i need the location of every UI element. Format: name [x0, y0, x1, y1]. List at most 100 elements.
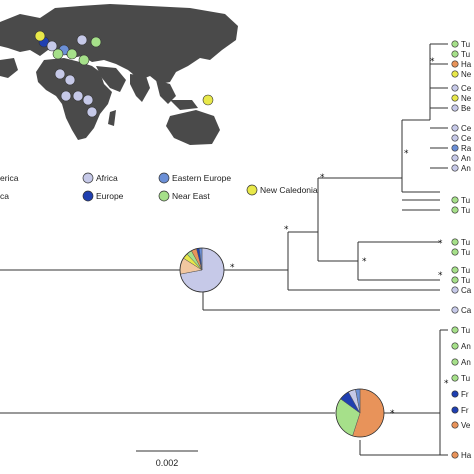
tip-label: Tu	[461, 40, 470, 49]
tip-label: Tu	[461, 196, 470, 205]
tip-marker	[451, 206, 459, 214]
legend-label: erica	[0, 173, 19, 183]
tip-marker	[451, 40, 459, 48]
map-marker	[82, 94, 94, 106]
tip-marker	[451, 134, 459, 142]
tip: An	[451, 358, 471, 367]
map-marker	[64, 74, 76, 86]
tip-label: An	[461, 164, 471, 173]
tip-label: Fr	[461, 390, 469, 399]
legend-label: Near East	[172, 191, 210, 201]
tree-branches	[0, 43, 448, 456]
legend-label: Europe	[96, 191, 124, 201]
support-star: *	[404, 149, 409, 159]
ancestral-state-pie-lower	[335, 388, 385, 438]
tip-marker	[451, 238, 459, 246]
tip: Ne	[451, 94, 472, 103]
support-markers: * * * * * * * * * *	[230, 57, 449, 419]
support-star: *	[438, 271, 443, 281]
map-marker	[60, 90, 72, 102]
tip-label: Tu	[461, 374, 470, 383]
tip: Fr	[451, 406, 469, 415]
tip-marker	[451, 421, 459, 429]
tip-marker	[451, 358, 459, 366]
tip-marker	[451, 342, 459, 350]
tip-marker	[451, 94, 459, 102]
tip-marker	[451, 124, 459, 132]
legend-swatch	[158, 172, 170, 184]
map-marker	[66, 48, 78, 60]
tip-marker	[451, 104, 459, 112]
map-marker	[52, 48, 64, 60]
tip-label: An	[461, 342, 471, 351]
tip-marker	[451, 286, 459, 294]
pie-outline	[335, 388, 385, 438]
tip-marker	[451, 196, 459, 204]
map-marker	[76, 34, 88, 46]
tip: Ca	[451, 286, 472, 295]
tip: An	[451, 164, 471, 173]
tip-label: Fr	[461, 406, 469, 415]
tip-marker	[451, 451, 459, 459]
tip-label: Tu	[461, 248, 470, 257]
map-sample-markers	[34, 30, 214, 118]
tip: Tu	[451, 326, 470, 335]
legend-item: erica	[0, 173, 19, 183]
tip-label: An	[461, 154, 471, 163]
legend-swatch	[82, 190, 94, 202]
tip-label: Tu	[461, 326, 470, 335]
tip-label: Ha	[461, 60, 472, 69]
legend-item: Near East	[158, 190, 210, 202]
tip: Tu	[451, 238, 470, 247]
tip: Tu	[451, 206, 470, 215]
tip: Ra	[451, 144, 472, 153]
tip-label: Ce	[461, 124, 472, 133]
tip-marker	[451, 164, 459, 172]
support-star: *	[438, 239, 443, 249]
legend-label: ca	[0, 191, 9, 201]
tip-marker	[451, 306, 459, 314]
map-marker	[90, 36, 102, 48]
tip-label: Tu	[461, 276, 470, 285]
tip: Ve	[451, 421, 471, 430]
map-marker	[34, 30, 46, 42]
support-star: *	[320, 173, 325, 183]
tip-marker	[451, 390, 459, 398]
tip-label: An	[461, 358, 471, 367]
map-marker	[202, 94, 214, 106]
tip: Be	[451, 104, 471, 113]
tip-label: Tu	[461, 50, 470, 59]
tip-label: Ca	[461, 306, 472, 315]
legend-item: ca	[0, 191, 9, 201]
map-marker	[86, 106, 98, 118]
tip-labels: TuTuHaNeCeNeBeCeCeRaAnAnTuTuTuTuTuTuCaCa…	[451, 40, 472, 460]
tip: Ce	[451, 124, 472, 133]
tip-label: Ne	[461, 94, 472, 103]
legend-item: Africa	[82, 172, 118, 184]
map-marker	[46, 40, 58, 52]
tip-marker	[451, 266, 459, 274]
legend-swatch	[158, 190, 170, 202]
tip: Fr	[451, 390, 469, 399]
tip-marker	[451, 60, 459, 68]
tip: An	[451, 154, 471, 163]
scale-bar-label: 0.002	[156, 458, 179, 468]
support-star: *	[230, 263, 235, 273]
support-star: *	[390, 409, 395, 419]
support-star: *	[430, 57, 435, 67]
pie-outline	[179, 247, 225, 293]
ancestral-state-pie-upper	[179, 247, 225, 293]
tip: Tu	[451, 276, 470, 285]
tip-marker	[451, 70, 459, 78]
tip: Ce	[451, 84, 472, 93]
support-star: *	[362, 257, 367, 267]
tip: Ha	[451, 451, 472, 460]
tip-marker	[451, 276, 459, 284]
tip-label: Tu	[461, 206, 470, 215]
tip: Ce	[451, 134, 472, 143]
legend-item: Europe	[82, 190, 124, 202]
legend-item: Eastern Europe	[158, 172, 231, 184]
tip-label: Ra	[461, 144, 472, 153]
